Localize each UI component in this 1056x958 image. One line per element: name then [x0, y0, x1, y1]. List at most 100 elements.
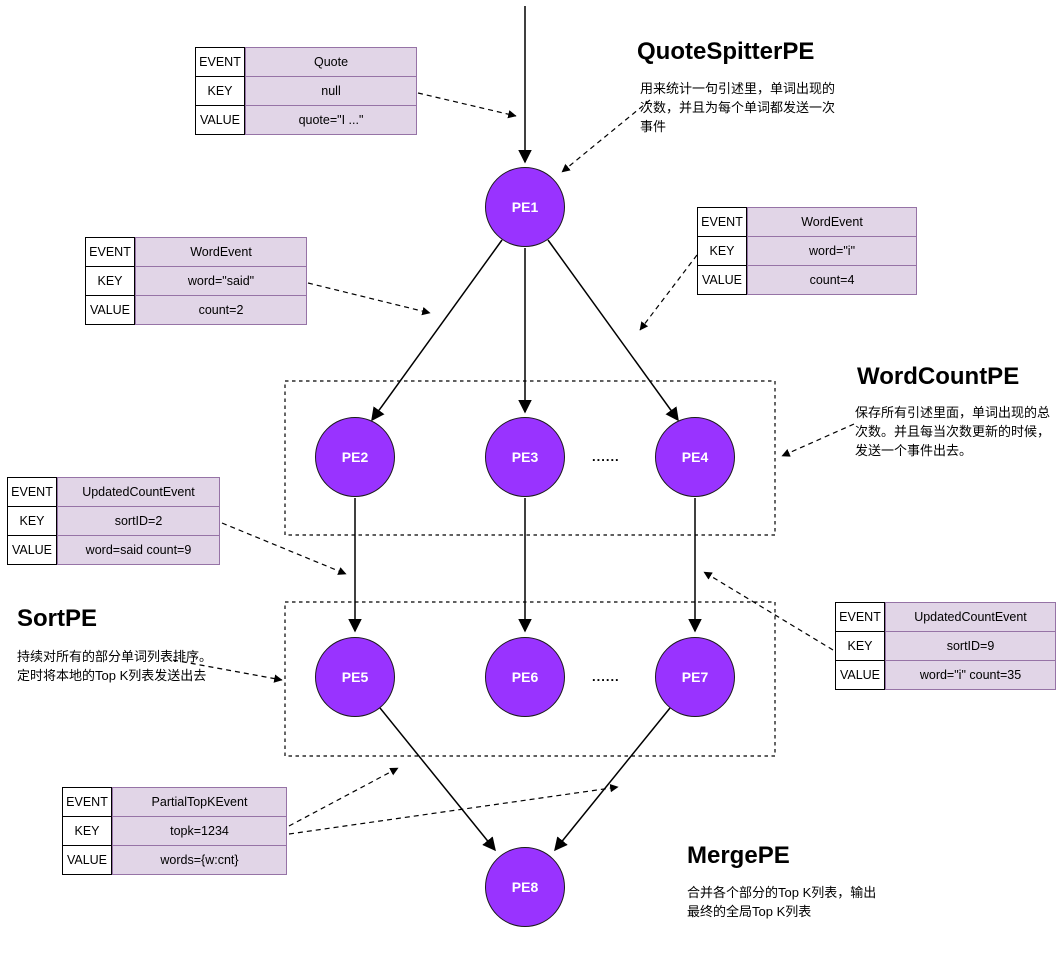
table-label: EVENT — [835, 602, 885, 632]
node-label: PE2 — [341, 449, 369, 465]
arrow-pe5-pe8 — [379, 707, 496, 852]
node-pe2: PE2 — [315, 417, 395, 497]
node-pe1: PE1 — [485, 167, 565, 247]
node-label: PE4 — [681, 449, 709, 465]
table-label: KEY — [7, 506, 57, 536]
event-table-updated-said: EVENT UpdatedCountEvent KEY sortID=2 VAL… — [7, 477, 220, 565]
annot-partialtopk-to-right-edge — [288, 783, 619, 835]
table-label: EVENT — [7, 477, 57, 507]
table-value: PartialTopKEvent — [112, 787, 287, 817]
section-title-wordcount: WordCountPE — [857, 363, 1020, 390]
table-value: word="said" — [135, 266, 307, 296]
node-pe3: PE3 — [485, 417, 565, 497]
table-row: VALUE quote="I ..." — [195, 105, 417, 135]
node-pe6: PE6 — [485, 637, 565, 717]
event-table-quote: EVENT Quote KEY null VALUE quote="I ..." — [195, 47, 417, 135]
annot-wordcount-to-box — [781, 423, 855, 457]
table-value: null — [245, 76, 417, 106]
table-row: VALUE word="i" count=35 — [835, 660, 1056, 690]
node-label: PE5 — [341, 669, 369, 685]
node-pe8: PE8 — [485, 847, 565, 927]
table-label: EVENT — [697, 207, 747, 237]
table-row: KEY sortID=2 — [7, 506, 220, 536]
table-row: EVENT WordEvent — [697, 207, 917, 237]
table-label: VALUE — [85, 295, 135, 325]
event-table-word-said: EVENT WordEvent KEY word="said" VALUE co… — [85, 237, 307, 325]
table-label: EVENT — [62, 787, 112, 817]
table-row: EVENT UpdatedCountEvent — [835, 602, 1056, 632]
annot-updatedsaid-to-edge — [221, 522, 347, 575]
annot-updatedi-to-edge — [703, 571, 834, 651]
annot-partialtopk-to-left-edge — [288, 767, 399, 827]
table-row: KEY word="said" — [85, 266, 307, 296]
table-value: Quote — [245, 47, 417, 77]
sort-group-box — [284, 601, 776, 757]
table-label: VALUE — [62, 845, 112, 875]
table-row: EVENT PartialTopKEvent — [62, 787, 287, 817]
annot-wordsaid-to-edge — [307, 282, 431, 316]
arrow-pe7-pe8 — [554, 707, 671, 852]
table-label: EVENT — [85, 237, 135, 267]
table-label: KEY — [697, 236, 747, 266]
table-row: KEY sortID=9 — [835, 631, 1056, 661]
wordcount-group-box — [284, 380, 776, 536]
table-value: WordEvent — [747, 207, 917, 237]
node-pe5: PE5 — [315, 637, 395, 717]
node-label: PE3 — [511, 449, 539, 465]
table-label: KEY — [835, 631, 885, 661]
node-label: PE7 — [681, 669, 709, 685]
section-title-merge: MergePE — [687, 842, 790, 869]
table-value: UpdatedCountEvent — [57, 477, 220, 507]
section-title-quotespitter: QuoteSpitterPE — [637, 38, 815, 65]
section-desc-wordcount: 保存所有引述里面，单词出现的总 次数。并且每当次数更新的时候， 发送一个事件出去… — [855, 405, 1051, 458]
table-row: VALUE word=said count=9 — [7, 535, 220, 565]
event-table-word-i: EVENT WordEvent KEY word="i" VALUE count… — [697, 207, 917, 295]
section-desc-quotespitter: 用来统计一句引述里，单词出现的 次数，并且为每个单词都发送一次 事件 — [640, 81, 836, 134]
section-desc-sort: 持续对所有的部分单词列表排序。 定时将本地的Top K列表发送出去 — [17, 649, 213, 683]
table-row: VALUE count=4 — [697, 265, 917, 295]
event-table-partial-topk: EVENT PartialTopKEvent KEY topk=1234 VAL… — [62, 787, 287, 875]
table-label: EVENT — [195, 47, 245, 77]
table-label: VALUE — [697, 265, 747, 295]
ellipsis-sort-row: ...... — [592, 669, 620, 684]
section-desc-merge: 合并各个部分的Top K列表，输出 最终的全局Top K列表 — [687, 885, 877, 919]
table-value: UpdatedCountEvent — [885, 602, 1056, 632]
table-label: VALUE — [835, 660, 885, 690]
table-label: KEY — [85, 266, 135, 296]
table-value: quote="I ..." — [245, 105, 417, 135]
node-label: PE6 — [511, 669, 539, 685]
table-row: VALUE words={w:cnt} — [62, 845, 287, 875]
table-row: KEY topk=1234 — [62, 816, 287, 846]
table-label: VALUE — [195, 105, 245, 135]
table-label: VALUE — [7, 535, 57, 565]
node-pe7: PE7 — [655, 637, 735, 717]
node-label: PE1 — [511, 199, 539, 215]
table-value: WordEvent — [135, 237, 307, 267]
table-value: topk=1234 — [112, 816, 287, 846]
section-title-sort: SortPE — [17, 605, 98, 632]
annot-quotespitter-to-pe1 — [561, 99, 651, 173]
table-value: count=4 — [747, 265, 917, 295]
node-label: PE8 — [511, 879, 539, 895]
table-row: EVENT UpdatedCountEvent — [7, 477, 220, 507]
table-value: sortID=9 — [885, 631, 1056, 661]
table-value: count=2 — [135, 295, 307, 325]
table-value: word="i" count=35 — [885, 660, 1056, 690]
table-label: KEY — [195, 76, 245, 106]
table-label: KEY — [62, 816, 112, 846]
table-value: words={w:cnt} — [112, 845, 287, 875]
ellipsis-wordcount-row: ...... — [592, 449, 620, 464]
table-row: EVENT WordEvent — [85, 237, 307, 267]
table-row: KEY null — [195, 76, 417, 106]
table-row: KEY word="i" — [697, 236, 917, 266]
table-value: word="i" — [747, 236, 917, 266]
annot-wordi-to-edge — [639, 254, 698, 331]
arrow-pe1-pe2 — [371, 239, 503, 422]
table-row: VALUE count=2 — [85, 295, 307, 325]
table-value: word=said count=9 — [57, 535, 220, 565]
table-row: EVENT Quote — [195, 47, 417, 77]
arrow-pe1-pe4 — [547, 239, 679, 422]
table-value: sortID=2 — [57, 506, 220, 536]
node-pe4: PE4 — [655, 417, 735, 497]
